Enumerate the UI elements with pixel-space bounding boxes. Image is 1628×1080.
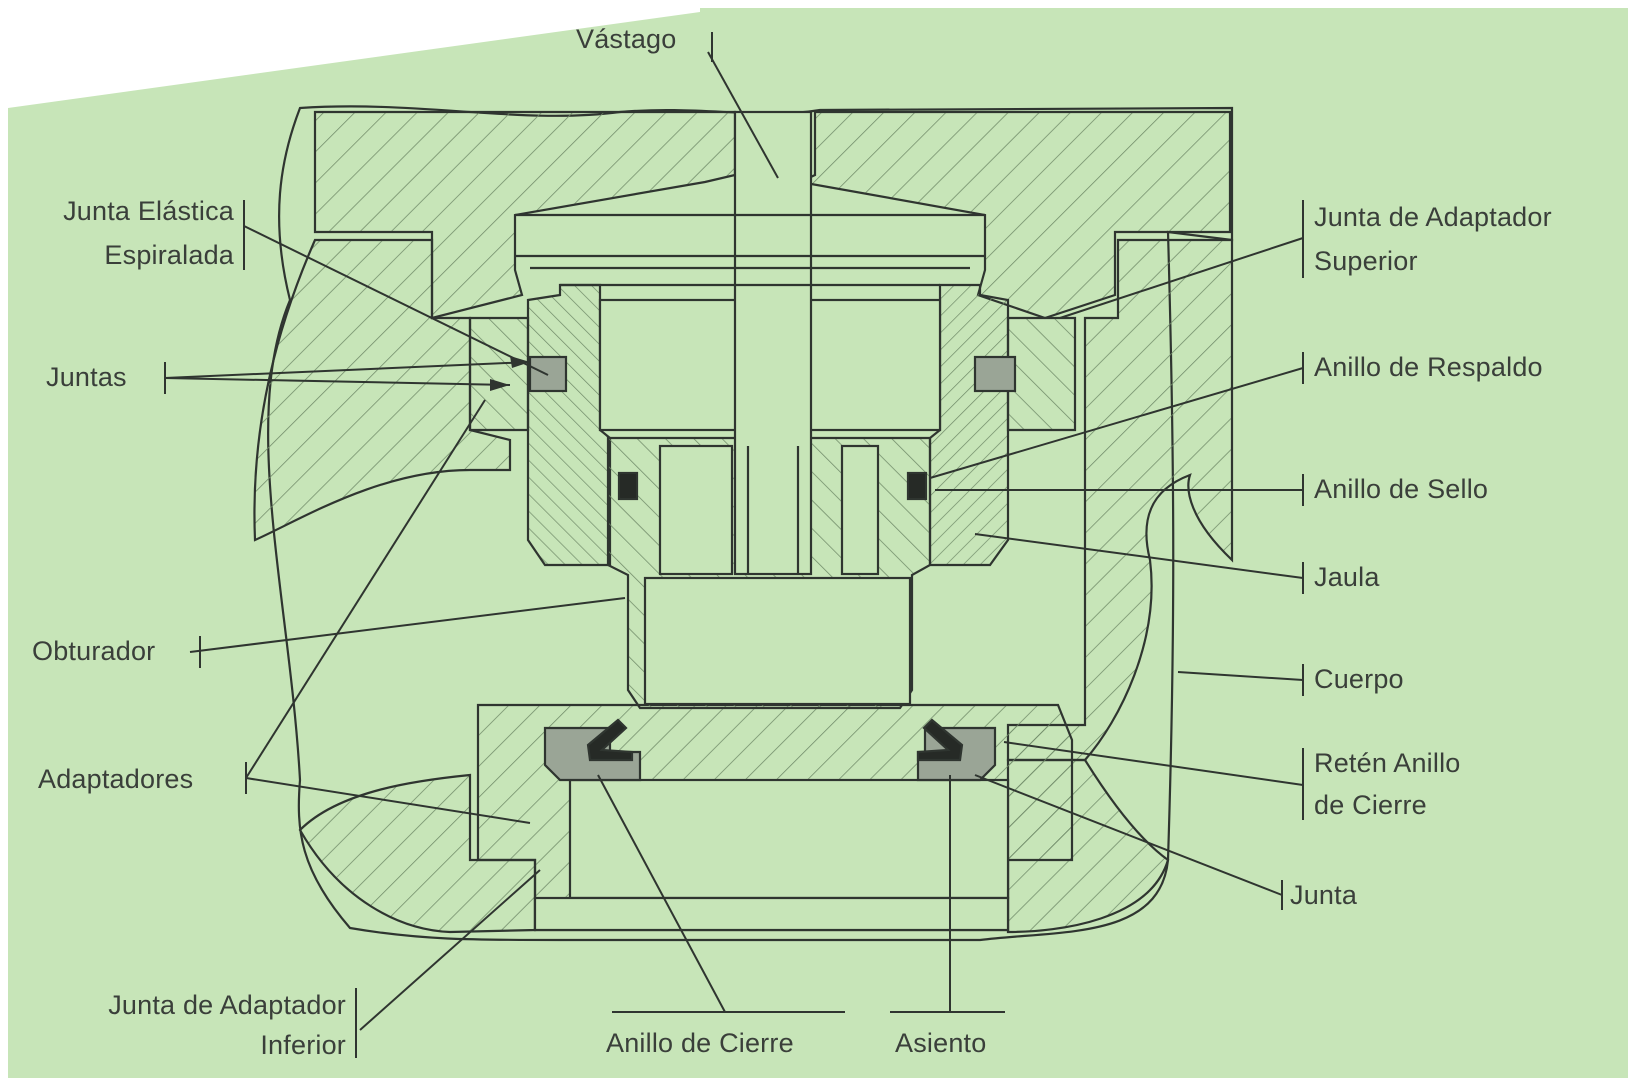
seat-ring-right bbox=[916, 718, 964, 762]
bore-bottom bbox=[533, 896, 1010, 932]
label-jaula: Jaula bbox=[1314, 562, 1380, 592]
label-adaptadores: Adaptadores bbox=[38, 764, 194, 794]
label-asiento: Asiento bbox=[895, 1028, 987, 1058]
label-anillo-respaldo: Anillo de Respaldo bbox=[1314, 352, 1543, 382]
stem bbox=[733, 110, 813, 576]
label-junta-adaptador-superior-2: Superior bbox=[1314, 246, 1418, 276]
seal-ring-left bbox=[617, 471, 639, 501]
cage-right bbox=[928, 283, 1010, 567]
label-vastago: Vástago bbox=[576, 24, 677, 54]
label-junta-elastica-2: Espiralada bbox=[104, 240, 234, 270]
label-obturador: Obturador bbox=[32, 636, 156, 666]
cage-left bbox=[526, 283, 612, 567]
label-reten-1: Retén Anillo bbox=[1314, 748, 1461, 778]
label-junta-adaptador-superior-1: Junta de Adaptador bbox=[1314, 202, 1552, 232]
seat-ring-left bbox=[586, 718, 634, 762]
label-anillo-sello: Anillo de Sello bbox=[1314, 474, 1489, 504]
label-junta: Junta bbox=[1290, 880, 1358, 910]
plug-top-cavity-r bbox=[840, 444, 880, 576]
label-anillo-cierre: Anillo de Cierre bbox=[606, 1028, 794, 1058]
gasket-right bbox=[973, 355, 1017, 393]
label-junta-adaptador-inferior-1: Junta de Adaptador bbox=[108, 990, 346, 1020]
label-junta-elastica-1: Junta Elástica bbox=[63, 196, 234, 226]
body-left bbox=[253, 238, 512, 542]
bore-lower bbox=[568, 778, 1010, 900]
body-right bbox=[1006, 238, 1234, 762]
adapter-upper-left bbox=[468, 316, 530, 432]
plug-top-cavity bbox=[658, 444, 734, 576]
bonnet-step bbox=[515, 213, 985, 287]
label-cuerpo: Cuerpo bbox=[1314, 664, 1404, 694]
page-corner-fold bbox=[0, 0, 700, 108]
plug-cavity bbox=[643, 576, 912, 706]
label-junta-adaptador-inferior-2: Inferior bbox=[260, 1030, 346, 1060]
label-reten-2: de Cierre bbox=[1314, 790, 1427, 820]
seal-ring-right bbox=[906, 471, 928, 501]
label-juntas: Juntas bbox=[46, 362, 127, 392]
adapter-upper-right bbox=[1006, 316, 1077, 432]
